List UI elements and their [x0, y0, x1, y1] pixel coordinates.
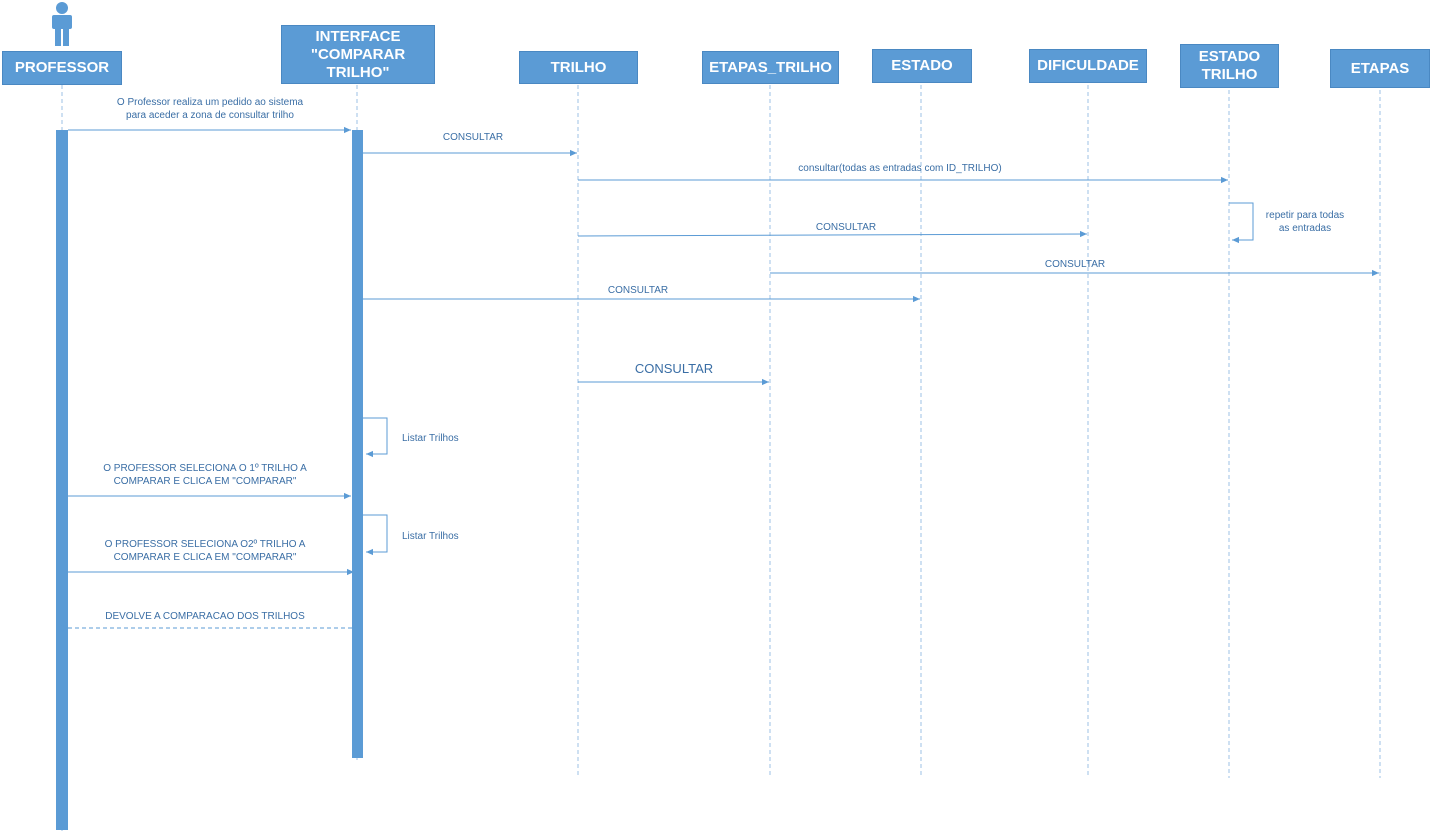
participant-trilho-label: TRILHO: [550, 58, 607, 76]
message-label-m4: repetir para todas as entradas: [1265, 210, 1345, 234]
message-label-m6: CONSULTAR: [1044, 259, 1106, 270]
message-label-m11: Listar Trilhos: [402, 531, 459, 542]
participant-trilho: TRILHO: [519, 51, 638, 84]
message-label-m5: CONSULTAR: [815, 222, 877, 233]
participant-etapas: ETAPAS: [1330, 49, 1430, 88]
activation-professor: [56, 130, 68, 830]
participant-estado-trilho-label: ESTADO TRILHO: [1198, 48, 1261, 83]
message-label-m1: O Professor realiza um pedido ao sistema…: [116, 97, 304, 121]
message-label-m7: CONSULTAR: [607, 285, 669, 296]
participant-estado: ESTADO: [872, 49, 972, 83]
participant-interface: INTERFACE "COMPARAR TRILHO": [281, 25, 435, 84]
person-icon: [52, 2, 72, 46]
arrow-m5: [577, 230, 1088, 238]
message-label-m13: DEVOLVE A COMPARACAO DOS TRILHOS: [105, 611, 305, 622]
participant-estado-label: ESTADO: [891, 57, 953, 74]
participant-estado-trilho: ESTADO TRILHO: [1180, 44, 1279, 88]
message-label-m9: Listar Trilhos: [402, 433, 459, 444]
participant-etapas-label: ETAPAS: [1350, 59, 1410, 77]
arrow-m11-self: [363, 514, 388, 556]
participant-dificuldade: DIFICULDADE: [1029, 49, 1147, 83]
arrow-m9-self: [363, 417, 388, 458]
arrow-m4-self: [1229, 202, 1254, 244]
participant-professor: PROFESSOR: [2, 51, 122, 85]
participant-etapas-trilho: ETAPAS_TRILHO: [702, 51, 839, 84]
message-label-m10: O PROFESSOR SELECIONA O 1º TRILHO A COMP…: [103, 463, 307, 487]
message-label-m3: consultar(todas as entradas com ID_TRILH…: [798, 163, 1002, 174]
message-label-m8: CONSULTAR: [634, 361, 714, 376]
activation-interface: [352, 130, 363, 758]
participant-etapas-trilho-label: ETAPAS_TRILHO: [709, 58, 832, 76]
message-label-m12: O PROFESSOR SELECIONA O2º TRILHO A COMPA…: [104, 539, 306, 563]
message-label-m2: CONSULTAR: [442, 132, 504, 143]
participant-professor-label: PROFESSOR: [14, 59, 110, 76]
participant-dificuldade-label: DIFICULDADE: [1037, 57, 1139, 74]
participant-interface-label: INTERFACE "COMPARAR TRILHO": [310, 27, 406, 81]
